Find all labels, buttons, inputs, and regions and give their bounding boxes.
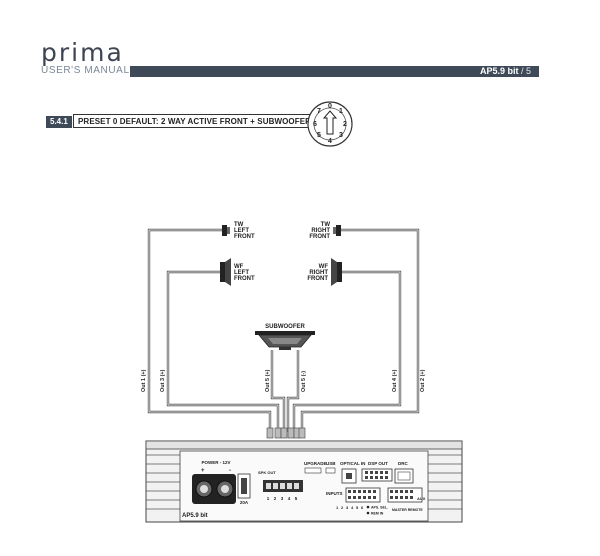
switch-pos-6: 6 — [313, 121, 317, 128]
wf-left-label-2: LEFT — [234, 270, 249, 276]
out5m-label: Out 5 (-) — [301, 371, 307, 392]
tw-right-label-1: TW — [321, 222, 331, 228]
tweeter-left-icon — [222, 225, 227, 236]
master-remote-label: MASTER REMOTE — [392, 508, 423, 512]
upgrade-port — [304, 467, 322, 474]
inputs-label: INPUTS — [326, 491, 343, 496]
switch-pos-7: 7 — [317, 108, 321, 115]
woofer-left-icon — [220, 262, 225, 282]
tw-left-label-1: TW — [234, 222, 244, 228]
subwoofer-icon — [255, 331, 315, 335]
switch-pos-2: 2 — [343, 121, 347, 128]
drc-port — [394, 468, 414, 484]
tw-right-label-3: FRONT — [309, 234, 330, 240]
input-1: 1 — [336, 505, 339, 510]
power-minus: - — [229, 468, 231, 474]
dsp-out-label: DSP OUT — [368, 461, 388, 466]
input-6: 6 — [361, 505, 364, 510]
power-label: POWER - 12V — [201, 460, 230, 465]
legend-rem-in: REM IN — [371, 512, 384, 516]
amp-heatsink-right — [428, 454, 462, 510]
input-2: 2 — [341, 505, 344, 510]
wf-right-speaker: WF RIGHT FRONT — [307, 258, 342, 286]
optical-in-label: OPTICAL IN — [340, 461, 365, 466]
wf-right-label-1: WF — [319, 264, 329, 270]
subwoofer-speaker: SUBWOOFER — [255, 324, 315, 350]
fuse-label: 20A — [240, 500, 249, 505]
switch-pos-1: 1 — [339, 108, 343, 115]
brand-logo: prima — [41, 38, 124, 67]
switch-inner — [313, 107, 347, 141]
terminal-3: 3 — [281, 496, 284, 501]
amp-heatsink-left — [146, 454, 180, 510]
wire-connectors — [266, 427, 306, 439]
switch-pos-5: 5 — [317, 132, 321, 139]
terminal-5: 5 — [295, 496, 298, 501]
out4-label: Out 4 (+) — [392, 369, 398, 392]
switch-pos-3: 3 — [339, 132, 343, 139]
section-number: 5.4.1 — [46, 116, 72, 128]
manual-subtitle: USER'S MANUAL — [41, 65, 130, 76]
spk-out-label: SPK OUT — [258, 470, 276, 475]
woofer-right-icon — [337, 262, 342, 282]
usb-label: USB — [326, 461, 336, 466]
upgrade-label: UPGRADE — [304, 461, 327, 466]
header-model: AP5.9 bit / 5 — [480, 66, 531, 77]
wire-out3 — [166, 270, 280, 432]
terminal-1: 1 — [267, 496, 270, 501]
out3-label: Out 3 (+) — [160, 369, 166, 392]
out5p-label: Out 5 (+) — [265, 369, 271, 392]
wf-right-label-3: FRONT — [307, 276, 328, 282]
subwoofer-label: SUBWOOFER — [265, 324, 305, 330]
out1-label: Out 1 (+) — [141, 369, 147, 392]
input-5: 5 — [356, 505, 359, 510]
tw-right-label-2: RIGHT — [311, 228, 330, 234]
switch-pos-4: 4 — [328, 138, 332, 145]
wire-out4 — [292, 270, 402, 432]
header-bar: AP5.9 bit / 5 — [130, 66, 539, 77]
power-plus: + — [201, 468, 205, 474]
tw-left-label-2: LEFT — [234, 228, 249, 234]
amplifier: POWER - 12V + - 20A SPK OUT 1 2 3 4 5 UP… — [145, 440, 463, 523]
input-3: 3 — [346, 505, 349, 510]
wf-left-speaker: WF LEFT FRONT — [220, 258, 255, 286]
wf-left-label-1: WF — [234, 264, 244, 270]
tw-right-speaker: TW RIGHT FRONT — [309, 222, 341, 240]
page-number: / 5 — [520, 66, 531, 76]
switch-pos-0: 0 — [328, 103, 332, 110]
terminal-4: 4 — [288, 496, 291, 501]
wf-right-label-2: RIGHT — [309, 270, 328, 276]
tw-left-label-3: FRONT — [234, 234, 255, 240]
switch-arrow-icon — [322, 110, 338, 135]
legend-aps-sel: APS. SEL. — [371, 506, 388, 510]
amp-model-label: AP5.9 bit — [182, 513, 208, 519]
rotary-switch: 0 1 2 3 4 5 6 7 — [307, 101, 353, 147]
dsp-out-port — [361, 468, 393, 482]
out2-label: Out 2 (+) — [420, 369, 426, 392]
tweeter-right-icon — [336, 225, 341, 236]
terminal-2: 2 — [274, 496, 277, 501]
model-name: AP5.9 bit — [479, 66, 519, 76]
input-4: 4 — [351, 505, 354, 510]
drc-label: DRC — [398, 461, 408, 466]
aux-label: AUX — [417, 496, 426, 501]
usb-port — [325, 467, 336, 474]
wf-left-label-3: FRONT — [234, 276, 255, 282]
tw-left-speaker: TW LEFT FRONT — [222, 222, 255, 240]
